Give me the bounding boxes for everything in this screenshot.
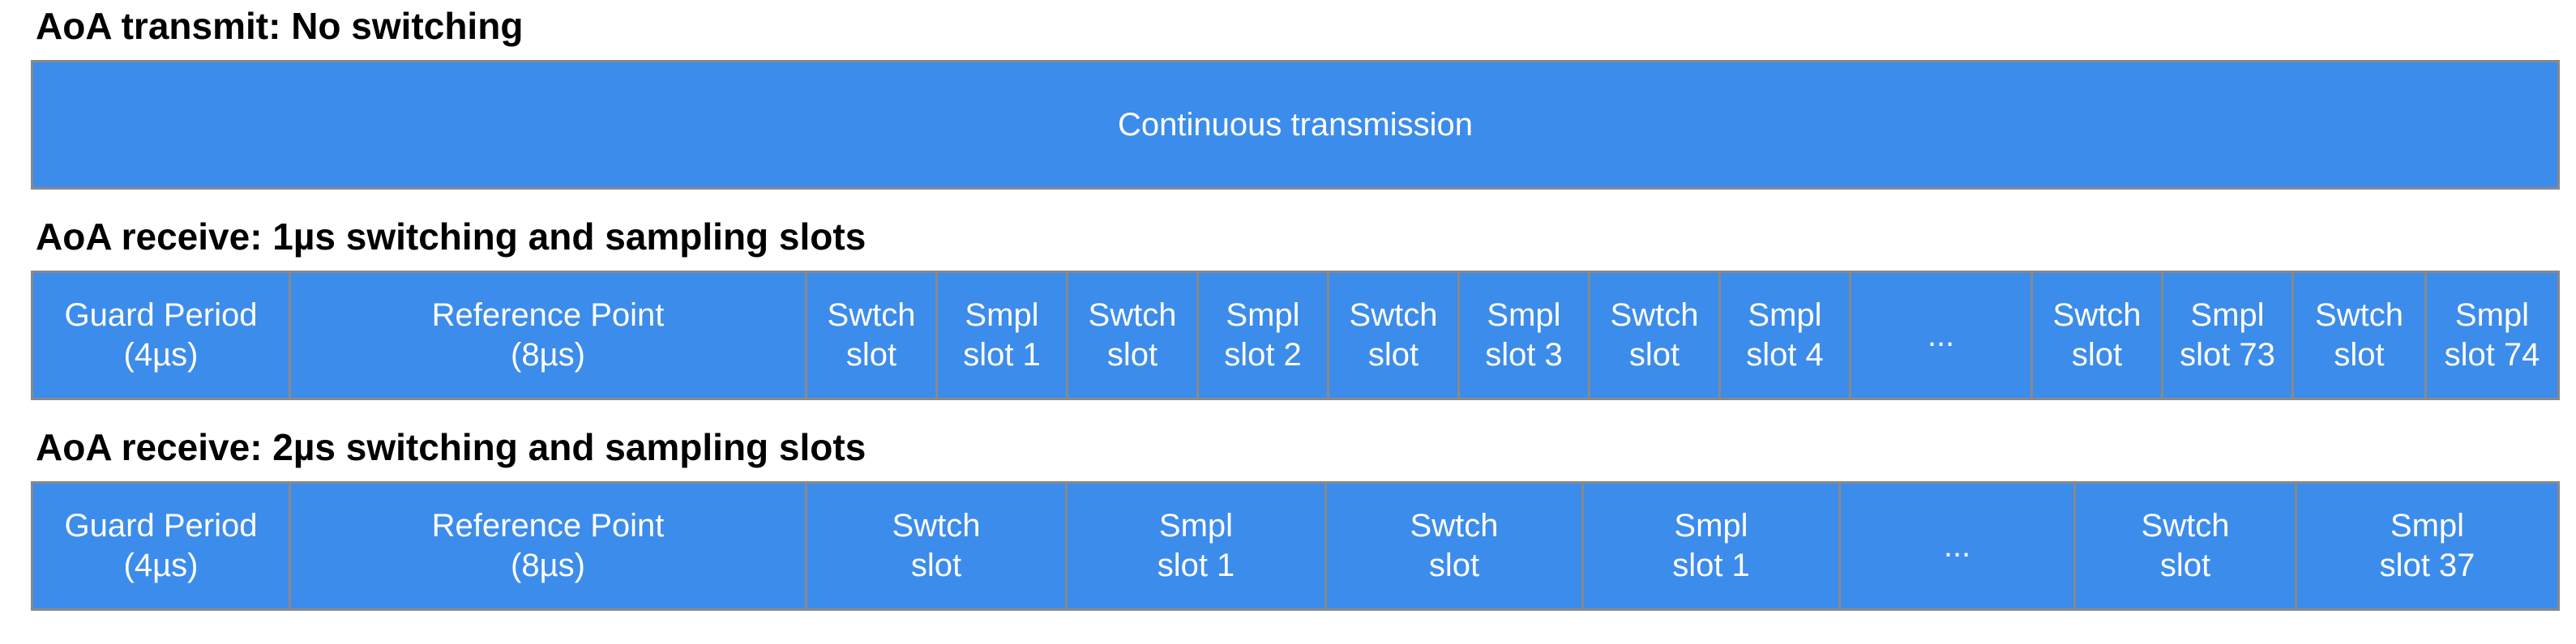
slot-cell: Swtch slot <box>1066 273 1196 398</box>
slot-cell: Swtch slot <box>1588 273 1718 398</box>
section-title-receive-1us: AoA receive: 1µs switching and sampling … <box>36 215 867 258</box>
ellipsis-cell: ... <box>1849 273 2030 398</box>
section-transmit: AoA transmit: No switching Continuous tr… <box>31 5 2560 190</box>
slot-cell: Swtch slot <box>1327 273 1457 398</box>
timeline-bar-transmit: Continuous transmission <box>31 60 2560 190</box>
slot-cell: Smpl slot 4 <box>1718 273 1849 398</box>
slot-cell: Swtch slot <box>2291 273 2424 398</box>
section-receive-2us: AoA receive: 2µs switching and sampling … <box>31 426 2560 611</box>
ellipsis-cell: ... <box>1838 484 2073 608</box>
slot-cell: Reference Point (8µs) <box>289 273 805 398</box>
slot-cell: Smpl slot 1 <box>1581 484 1838 608</box>
slot-cell: Smpl slot 1 <box>1065 484 1324 608</box>
slot-cell: Smpl slot 2 <box>1196 273 1327 398</box>
slot-cell: Swtch slot <box>2030 273 2161 398</box>
slot-cell: Smpl slot 73 <box>2161 273 2291 398</box>
section-title-receive-2us: AoA receive: 2µs switching and sampling … <box>36 426 867 468</box>
section-receive-1us: AoA receive: 1µs switching and sampling … <box>31 215 2560 400</box>
timeline-bar-receive-1us: Guard Period (4µs)Reference Point (8µs)S… <box>31 271 2560 400</box>
slot-cell: Swtch slot <box>805 484 1065 608</box>
slot-cell: Guard Period (4µs) <box>33 484 289 608</box>
slot-cell: Reference Point (8µs) <box>289 484 805 608</box>
slot-cell: Continuous transmission <box>33 62 2557 187</box>
timeline-bar-receive-2us: Guard Period (4µs)Reference Point (8µs)S… <box>31 481 2560 611</box>
slot-cell: Guard Period (4µs) <box>33 273 289 398</box>
slot-cell: Smpl slot 74 <box>2424 273 2557 398</box>
slot-cell: Swtch slot <box>805 273 935 398</box>
aoa-timing-diagram: AoA transmit: No switching Continuous tr… <box>31 5 2560 611</box>
slot-cell: Swtch slot <box>2073 484 2295 608</box>
slot-cell: Smpl slot 3 <box>1457 273 1588 398</box>
slot-cell: Smpl slot 1 <box>935 273 1066 398</box>
section-title-transmit: AoA transmit: No switching <box>36 5 524 47</box>
slot-cell: Swtch slot <box>1324 484 1581 608</box>
slot-cell: Smpl slot 37 <box>2295 484 2557 608</box>
